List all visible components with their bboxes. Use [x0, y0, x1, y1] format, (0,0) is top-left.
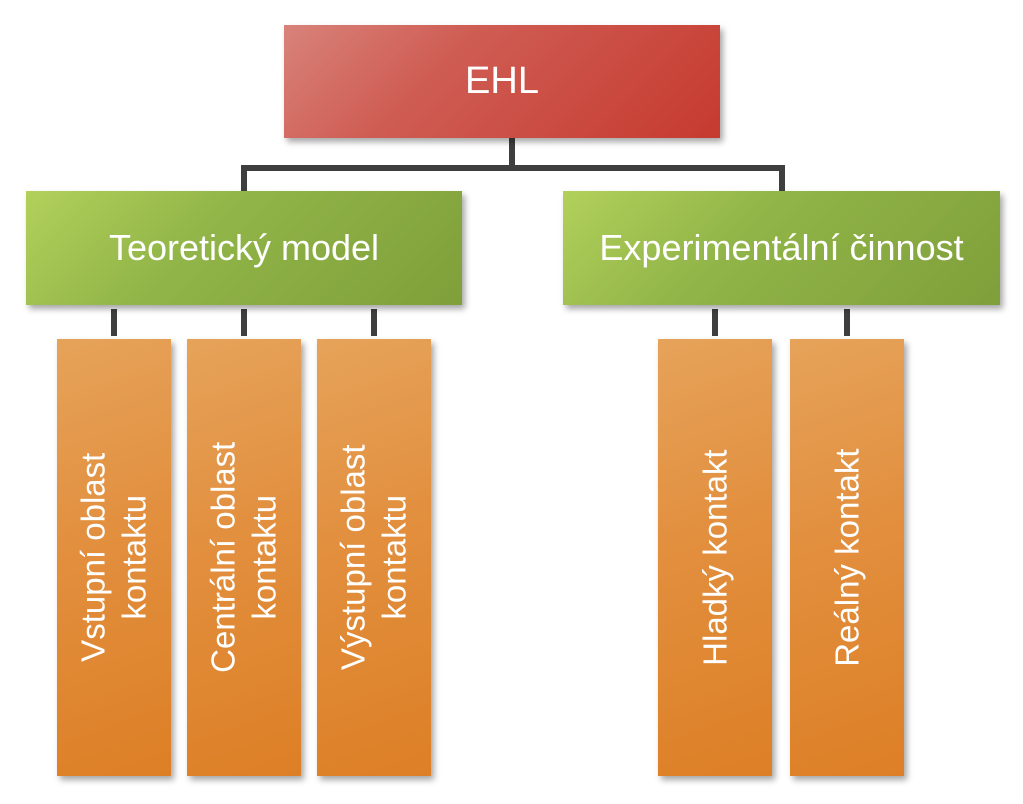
- leaf-node-label-line2: kontaktu: [246, 495, 284, 620]
- branch-node-experimental-activity: Experimentální činnost: [563, 191, 1000, 305]
- leaf-node-label-line2: kontaktu: [376, 495, 414, 620]
- leaf-node-label-line1: Centrální oblast: [204, 441, 242, 674]
- branch-node-label: Experimentální činnost: [599, 227, 964, 268]
- leaf-node-inlet-region: Vstupní oblast kontaktu: [57, 339, 171, 776]
- leaf-node-real-contact: Reálný kontakt: [790, 339, 904, 776]
- leaf-node-central-region: Centrální oblast kontaktu: [187, 339, 301, 776]
- root-node-ehl: EHL: [284, 25, 720, 138]
- branch-node-theoretical-model: Teoretický model: [26, 191, 462, 305]
- leaf-node-label-line1: Reálný kontakt: [828, 448, 866, 667]
- leaf-node-label-line1: Výstupní oblast: [334, 444, 372, 671]
- leaf-node-smooth-contact: Hladký kontakt: [658, 339, 772, 776]
- branch-node-label: Teoretický model: [108, 227, 380, 268]
- leaf-node-label-line2: kontaktu: [116, 495, 154, 620]
- root-node-label: EHL: [465, 60, 539, 102]
- leaf-node-label-line1: Vstupní oblast: [74, 452, 112, 663]
- leaf-node-outlet-region: Výstupní oblast kontaktu: [317, 339, 431, 776]
- leaf-node-label-line1: Hladký kontakt: [696, 449, 734, 666]
